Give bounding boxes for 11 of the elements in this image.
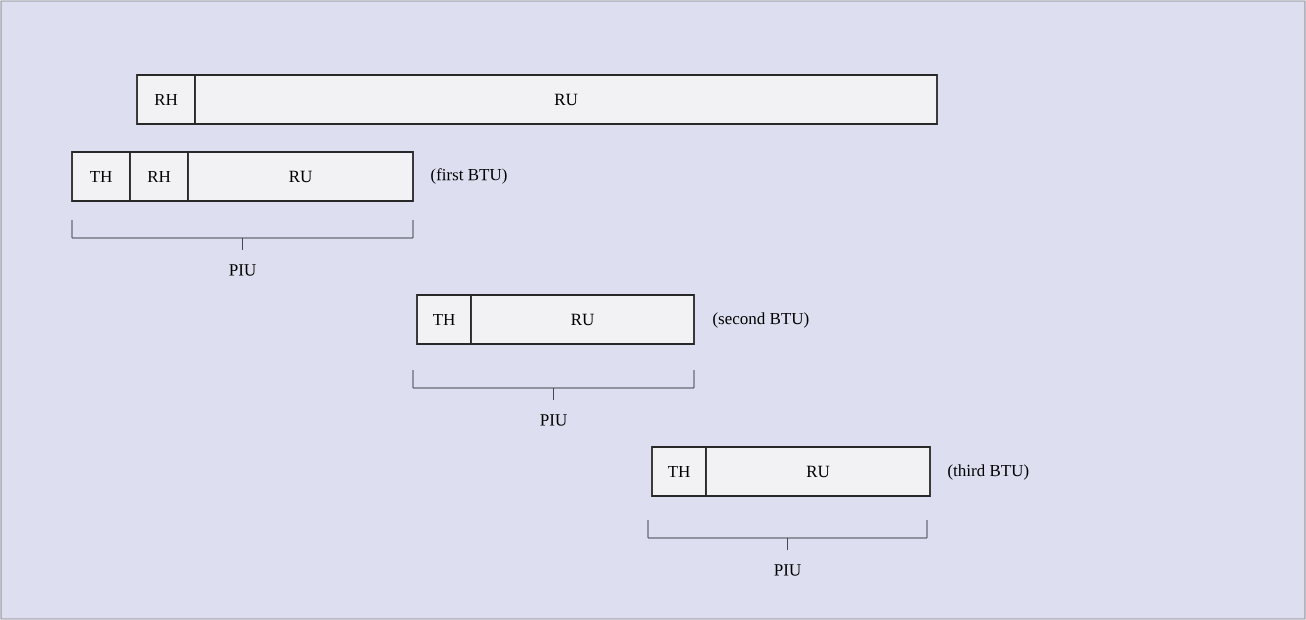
field-box: RH xyxy=(136,74,196,125)
caption-text: (second BTU) xyxy=(713,312,809,328)
bracket-label: PIU xyxy=(774,564,801,576)
field-box: TH xyxy=(651,446,707,497)
field-box: TH xyxy=(71,151,131,202)
field-box: TH xyxy=(416,294,472,345)
field-box: RH xyxy=(129,151,189,202)
caption-text: (third BTU) xyxy=(948,464,1029,480)
bracket-label: PIU xyxy=(229,264,256,276)
bracket-label: PIU xyxy=(540,414,567,426)
caption-text: (first BTU) xyxy=(431,168,507,184)
